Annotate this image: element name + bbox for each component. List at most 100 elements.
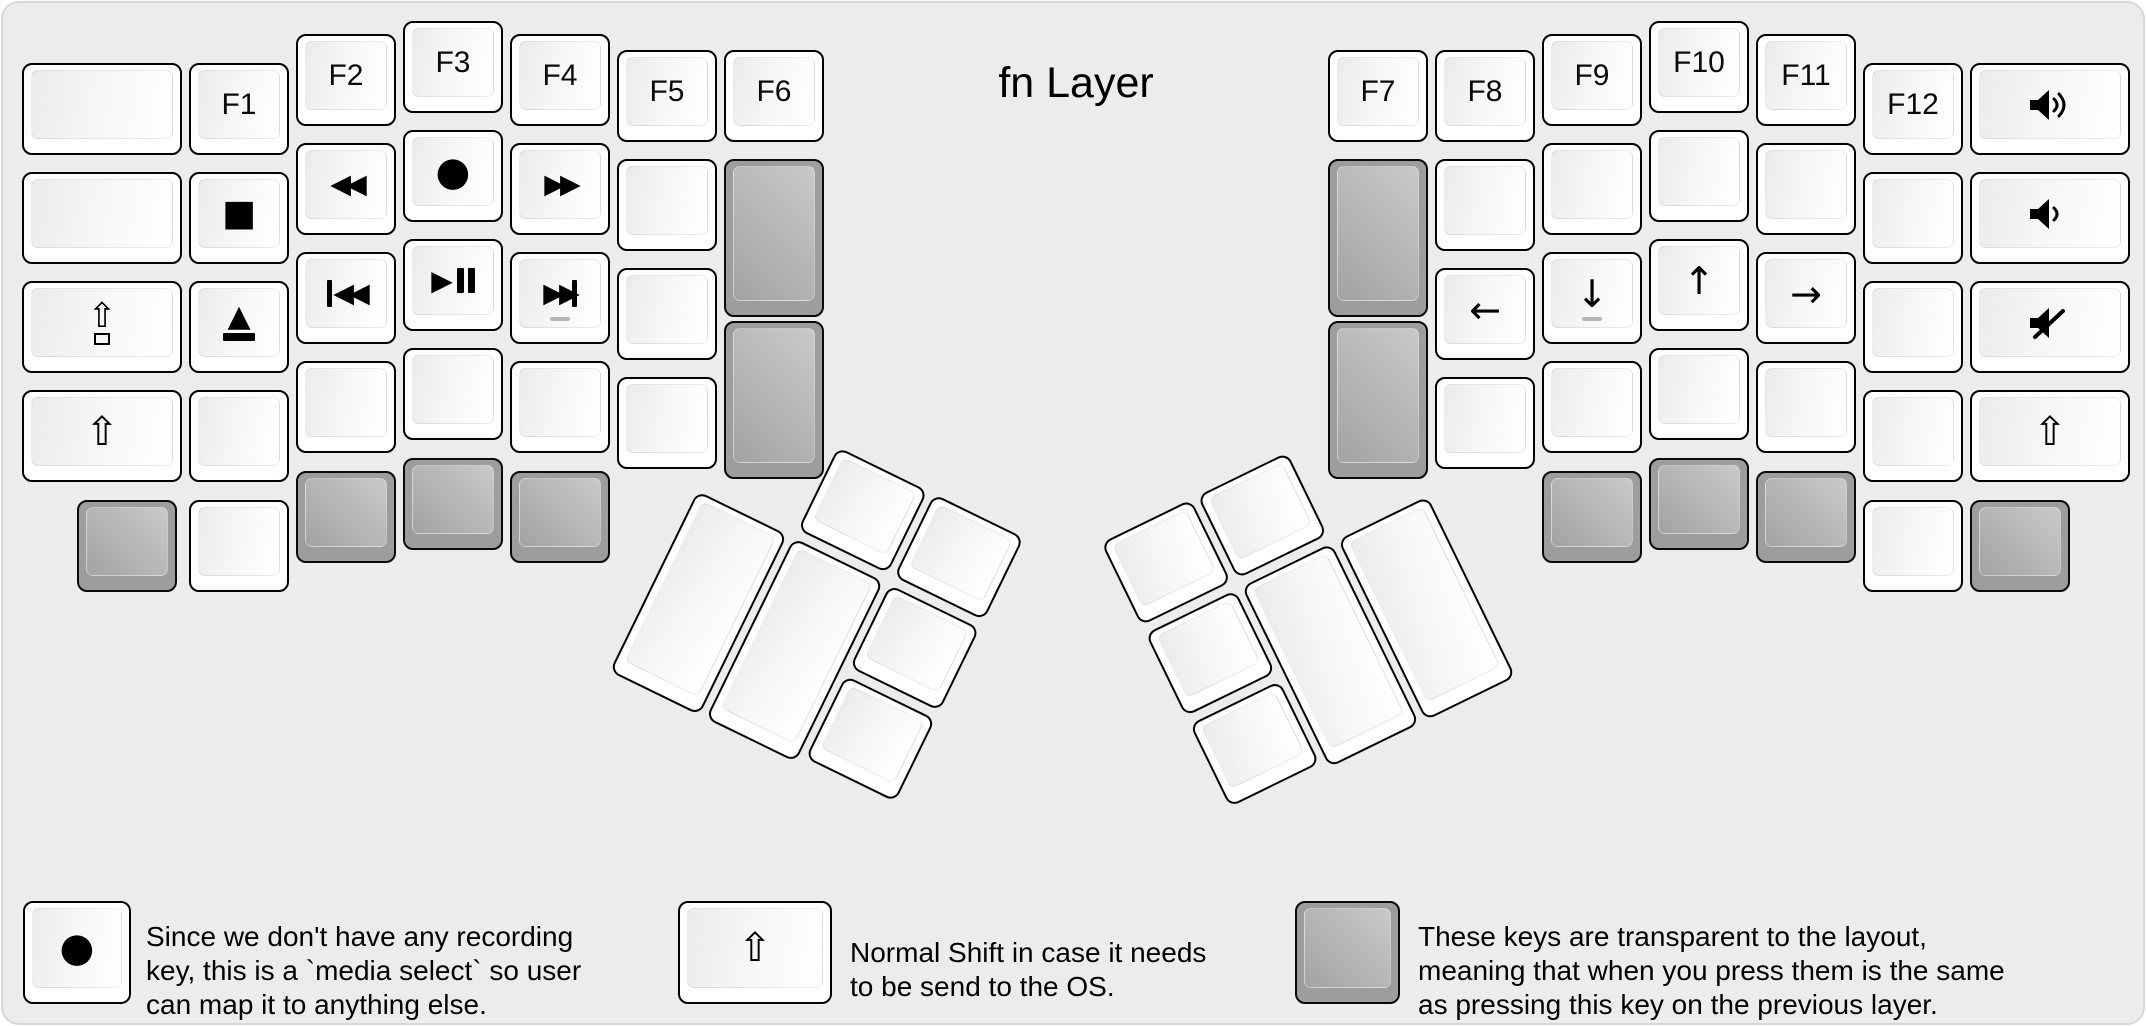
- key-arrow-left[interactable]: ←: [1435, 268, 1535, 360]
- key-shift-right[interactable]: ⇧: [1970, 390, 2130, 482]
- key-blank-cap: [198, 507, 280, 576]
- key-transparent[interactable]: [1970, 500, 2070, 592]
- key-volume-down-cap: [1979, 179, 2121, 248]
- key-blank-cap: [626, 384, 708, 453]
- key-f1[interactable]: F1: [189, 63, 289, 155]
- key-transparent[interactable]: [1328, 321, 1428, 479]
- key-transparent[interactable]: [510, 471, 610, 563]
- key-blank[interactable]: [1649, 130, 1749, 222]
- key-f11-label: F11: [1781, 58, 1831, 92]
- key-f3-cap: F3: [412, 28, 494, 97]
- key-f9[interactable]: F9: [1542, 34, 1642, 126]
- key-blank[interactable]: [22, 63, 182, 155]
- key-f12[interactable]: F12: [1863, 63, 1963, 155]
- key-play-pause[interactable]: ▶: [403, 239, 503, 331]
- legend-line: to be send to the OS.: [850, 971, 1115, 1002]
- key-blank[interactable]: [617, 268, 717, 360]
- legend-key-0: ●: [23, 901, 131, 1004]
- key-f5-label: F5: [649, 74, 685, 108]
- key-blank[interactable]: [1649, 348, 1749, 440]
- key-blank[interactable]: [510, 361, 610, 453]
- key-transparent-cap: [1337, 328, 1419, 463]
- key-blank-cap: [1658, 137, 1740, 206]
- key-f10-label: F10: [1673, 45, 1725, 79]
- key-transparent[interactable]: [1756, 471, 1856, 563]
- key-thumb-blank-cap: [908, 504, 1013, 603]
- key-transparent[interactable]: [1649, 458, 1749, 550]
- key-volume-up-cap: [1979, 70, 2121, 139]
- key-stop-cap: ■: [198, 179, 280, 248]
- key-blank[interactable]: [1542, 143, 1642, 235]
- key-f2-cap: F2: [305, 41, 387, 110]
- key-blank-cap: [1551, 150, 1633, 219]
- key-blank[interactable]: [1863, 172, 1963, 264]
- key-f12-cap: F12: [1872, 70, 1954, 139]
- key-f6-cap: F6: [733, 57, 815, 126]
- key-blank[interactable]: [1435, 159, 1535, 251]
- key-blank[interactable]: [617, 159, 717, 251]
- key-volume-up[interactable]: [1970, 63, 2130, 155]
- key-thumb-blank-cap: [1112, 509, 1217, 608]
- key-f7[interactable]: F7: [1328, 50, 1428, 142]
- legend-key-0-cap: ●: [32, 908, 122, 988]
- key-transparent[interactable]: [1542, 471, 1642, 563]
- key-caps-lock[interactable]: ⇧: [22, 281, 182, 373]
- key-transparent[interactable]: [724, 159, 824, 317]
- key-transparent-cap: [1979, 507, 2061, 576]
- key-blank[interactable]: [1435, 377, 1535, 469]
- shift-icon: ⇧: [738, 925, 772, 971]
- key-media-select[interactable]: ●: [403, 130, 503, 222]
- key-f6[interactable]: F6: [724, 50, 824, 142]
- key-f2-label: F2: [328, 58, 364, 92]
- key-stop[interactable]: ■: [189, 172, 289, 264]
- key-media-select-cap: ●: [412, 137, 494, 206]
- key-f5[interactable]: F5: [617, 50, 717, 142]
- key-blank[interactable]: [189, 390, 289, 482]
- legend-line: These keys are transparent to the layout…: [1418, 921, 1927, 952]
- key-blank[interactable]: [1863, 281, 1963, 373]
- key-transparent[interactable]: [77, 500, 177, 592]
- key-f2[interactable]: F2: [296, 34, 396, 126]
- key-eject[interactable]: ▲: [189, 281, 289, 373]
- arrow-down-icon: ↓: [1576, 271, 1608, 316]
- key-volume-down[interactable]: [1970, 172, 2130, 264]
- key-f3[interactable]: F3: [403, 21, 503, 113]
- key-shift-left[interactable]: ⇧: [22, 390, 182, 482]
- key-f11[interactable]: F11: [1756, 34, 1856, 126]
- key-blank[interactable]: [1756, 143, 1856, 235]
- key-blank[interactable]: [1756, 361, 1856, 453]
- key-f9-label: F9: [1574, 58, 1610, 92]
- key-blank-cap: [412, 355, 494, 424]
- key-transparent[interactable]: [296, 471, 396, 563]
- key-arrow-right[interactable]: →: [1756, 252, 1856, 344]
- key-f8[interactable]: F8: [1435, 50, 1535, 142]
- key-blank[interactable]: [189, 500, 289, 592]
- eject-icon: ▲: [223, 302, 255, 342]
- key-blank[interactable]: [1863, 390, 1963, 482]
- key-f10[interactable]: F10: [1649, 21, 1749, 113]
- key-transparent[interactable]: [1328, 159, 1428, 317]
- key-arrow-down[interactable]: ↓: [1542, 252, 1642, 344]
- shift-icon: ⇧: [2033, 408, 2067, 455]
- key-blank[interactable]: [1542, 361, 1642, 453]
- key-fast-forward[interactable]: ▶▶: [510, 143, 610, 235]
- key-blank[interactable]: [1863, 500, 1963, 592]
- legend-key-2: [1295, 901, 1400, 1004]
- key-transparent[interactable]: [403, 458, 503, 550]
- key-blank[interactable]: [617, 377, 717, 469]
- key-f4[interactable]: F4: [510, 34, 610, 126]
- key-prev-track[interactable]: ◀◀: [296, 252, 396, 344]
- key-transparent[interactable]: [724, 321, 824, 479]
- key-blank[interactable]: [403, 348, 503, 440]
- key-blank[interactable]: [22, 172, 182, 264]
- key-arrow-up[interactable]: ↑: [1649, 239, 1749, 331]
- key-volume-mute[interactable]: [1970, 281, 2130, 373]
- key-transparent-cap: [733, 328, 815, 463]
- key-blank-cap: [1872, 179, 1954, 248]
- key-blank[interactable]: [296, 361, 396, 453]
- stop-icon: ■: [221, 192, 256, 234]
- key-next-track[interactable]: ▶▶: [510, 252, 610, 344]
- key-blank-cap: [1658, 355, 1740, 424]
- key-rewind[interactable]: ◀◀: [296, 143, 396, 235]
- key-eject-cap: ▲: [198, 288, 280, 357]
